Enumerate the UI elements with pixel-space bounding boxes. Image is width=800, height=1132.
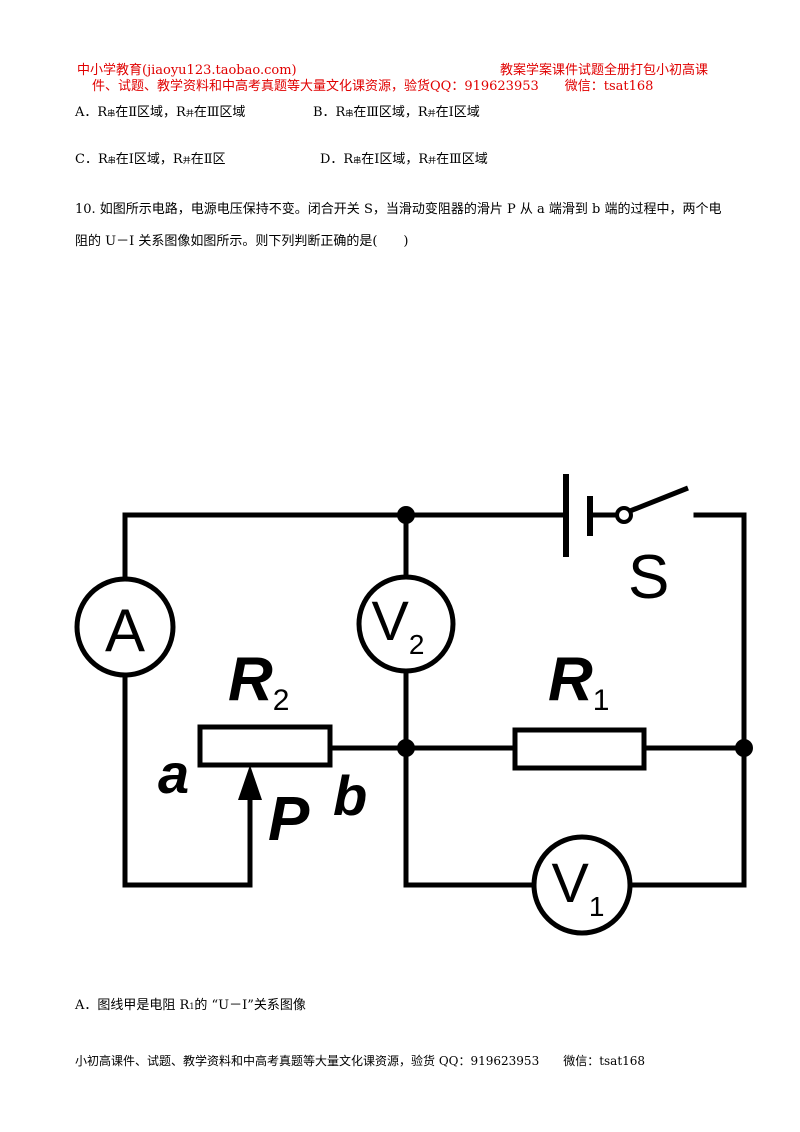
question-line1: 10. 如图所示电路，电源电压保持不变。闭合开关 S，当滑动变阻器的滑片 P 从…	[75, 202, 722, 217]
resistor-r2-label: R2	[228, 645, 289, 717]
option-prev-d: D．R串在Ⅰ区域，R并在Ⅲ区域	[320, 152, 488, 167]
switch-label: S	[628, 543, 669, 612]
voltmeter-v1-label: V1	[552, 851, 605, 922]
junction-dot-right	[735, 739, 753, 757]
question-option-a: A．图线甲是电阻 R1的 “U－I”关系图像	[75, 998, 306, 1013]
resistor-r1	[512, 727, 647, 771]
header-right-line1: 教案学案课件试题全册打包小初高课	[500, 63, 709, 78]
header-left: 中小学教育(jiaoyu123.taobao.com)	[77, 63, 297, 78]
footer-text: 小初高课件、试题、教学资料和中高考真题等大量文化课资源，验货 QQ：919623…	[75, 1054, 646, 1068]
wire-right	[693, 512, 747, 888]
slider-p-label: P	[268, 785, 310, 854]
option-prev-a: A．R串在Ⅱ区域，R并在Ⅲ区域	[75, 105, 246, 120]
option-prev-b: B．R串在Ⅲ区域，R并在Ⅰ区域	[313, 105, 480, 120]
wire-v2-bottom	[403, 667, 538, 888]
junction-dot-mid	[397, 739, 415, 757]
resistor-r1-label: R1	[548, 645, 609, 717]
ammeter-label: A	[105, 597, 145, 664]
wire-left-bottom	[122, 672, 253, 888]
ammeter	[74, 576, 176, 678]
question-line2: 阻的 U－I 关系图像如图所示。则下列判断正确的是( )	[75, 234, 409, 249]
voltmeter-v2-label: V2	[372, 589, 425, 660]
switch-arm	[629, 485, 689, 514]
end-b-label: b	[333, 764, 367, 827]
switch-pivot	[615, 506, 633, 524]
junction-dot-top	[397, 506, 415, 524]
header-right-line2: 件、试题、教学资料和中高考真题等大量文化课资源，验货QQ：919623953 微…	[92, 79, 654, 94]
option-prev-c: C．R串在Ⅰ区域，R并在Ⅱ区	[75, 152, 226, 167]
voltmeter-v1	[531, 834, 633, 936]
resistor-r2	[197, 724, 333, 768]
slider-arrow	[238, 765, 262, 800]
end-a-label: a	[158, 742, 189, 805]
voltmeter-v2	[356, 574, 456, 674]
